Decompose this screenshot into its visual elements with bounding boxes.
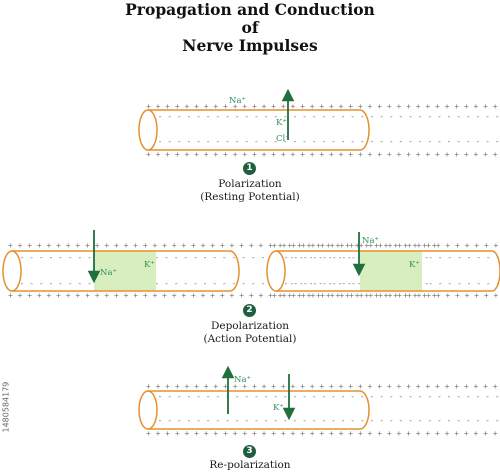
axon-right-cap — [359, 390, 370, 430]
step-2-badge: 2 — [243, 304, 256, 317]
na-label: Na⁺ — [362, 236, 379, 246]
charge-row-outer-top: + + + + + + + + + + + + + + + + + + + + … — [272, 241, 500, 250]
stage2-caption-line1: Depolarization — [210, 320, 290, 332]
depolarized-zone — [360, 251, 422, 291]
charge-row-outer-top: + + + + + + + + + + + + + + + + + + + + … — [146, 102, 500, 111]
charge-row-outer-bottom: + + + + + + + + + + + + + + + + + + + + … — [8, 291, 437, 300]
cl-label: Cl⁻ — [276, 134, 290, 144]
axon-left-end — [138, 109, 158, 151]
axon-right-cap — [359, 109, 370, 151]
k-label: K⁺ — [276, 118, 287, 128]
stage3-caption-line1: Re-polarization — [209, 459, 291, 471]
charge-row-outer-top: + + + + + + + + + + + + + + + + + + + + … — [8, 241, 437, 250]
title-line-1: Propagation and Conduction — [125, 0, 375, 19]
charge-row-outer-bottom: + + + + + + + + + + + + + + + + + + + + … — [146, 150, 500, 159]
stage1-caption-line1: Polarization — [218, 178, 282, 190]
k-label: K⁺ — [273, 403, 284, 413]
charge-row-outer-top: + + + + + + + + + + + + + + + + + + + + … — [146, 382, 500, 391]
charge-row-inner-bottom: - - - - - - - - - - - - - - - - - - - - … — [148, 416, 500, 425]
title-line-3: Nerve Impulses — [182, 36, 318, 55]
step-3-badge: 3 — [243, 445, 256, 458]
axon-stage3: + + + + + + + + + + + + + + + + + + + + … — [138, 365, 500, 438]
charge-row-inner-top: - - - - - - - - - - - - - - - - - - - - … — [148, 392, 500, 401]
charge-row-inner-top: - - - - - - - - - - - - - - - - - - - - … — [10, 253, 429, 262]
charge-row-inner-top: - - - - - - - - - - - - - - - - - - - - … — [148, 112, 500, 121]
axon-stage1: + + + + + + + + + + + + + + + + + + + + … — [138, 88, 500, 159]
k-label: K⁺ — [144, 260, 155, 270]
charge-row-outer-bottom: + + + + + + + + + + + + + + + + + + + + … — [272, 291, 500, 300]
axon-left-end — [266, 250, 286, 292]
axon-left-end — [2, 250, 22, 292]
step-1-badge: 1 — [243, 162, 256, 175]
stage1-caption-line2: (Resting Potential) — [200, 191, 300, 203]
depolarized-zone — [94, 251, 156, 291]
k-label: K⁺ — [409, 260, 420, 270]
charge-row-inner-bottom: - - - - - - - - - - - - - - - - - - - - … — [148, 137, 500, 146]
charge-row-inner-bottom: - - - - - - - - - - - - - - - - - - - - … — [10, 279, 429, 288]
na-label: Na⁺ — [100, 268, 117, 278]
side-credit: 1480584179 — [1, 381, 11, 433]
charge-row-outer-bottom: + + + + + + + + + + + + + + + + + + + + … — [146, 429, 500, 438]
stage2-caption-line2: (Action Potential) — [203, 333, 297, 345]
axon-stage2-right: + + + + + + + + + + + + + + + + + + + + … — [266, 232, 500, 300]
axon-stage2-left: + + + + + + + + + + + + + + + + + + + + … — [2, 230, 437, 300]
na-label: Na⁺ — [234, 375, 251, 385]
axon-right-cap — [229, 250, 240, 292]
na-label: Na⁺ — [229, 96, 246, 106]
title-line-2: of — [241, 18, 259, 37]
axon-left-end — [138, 390, 158, 430]
